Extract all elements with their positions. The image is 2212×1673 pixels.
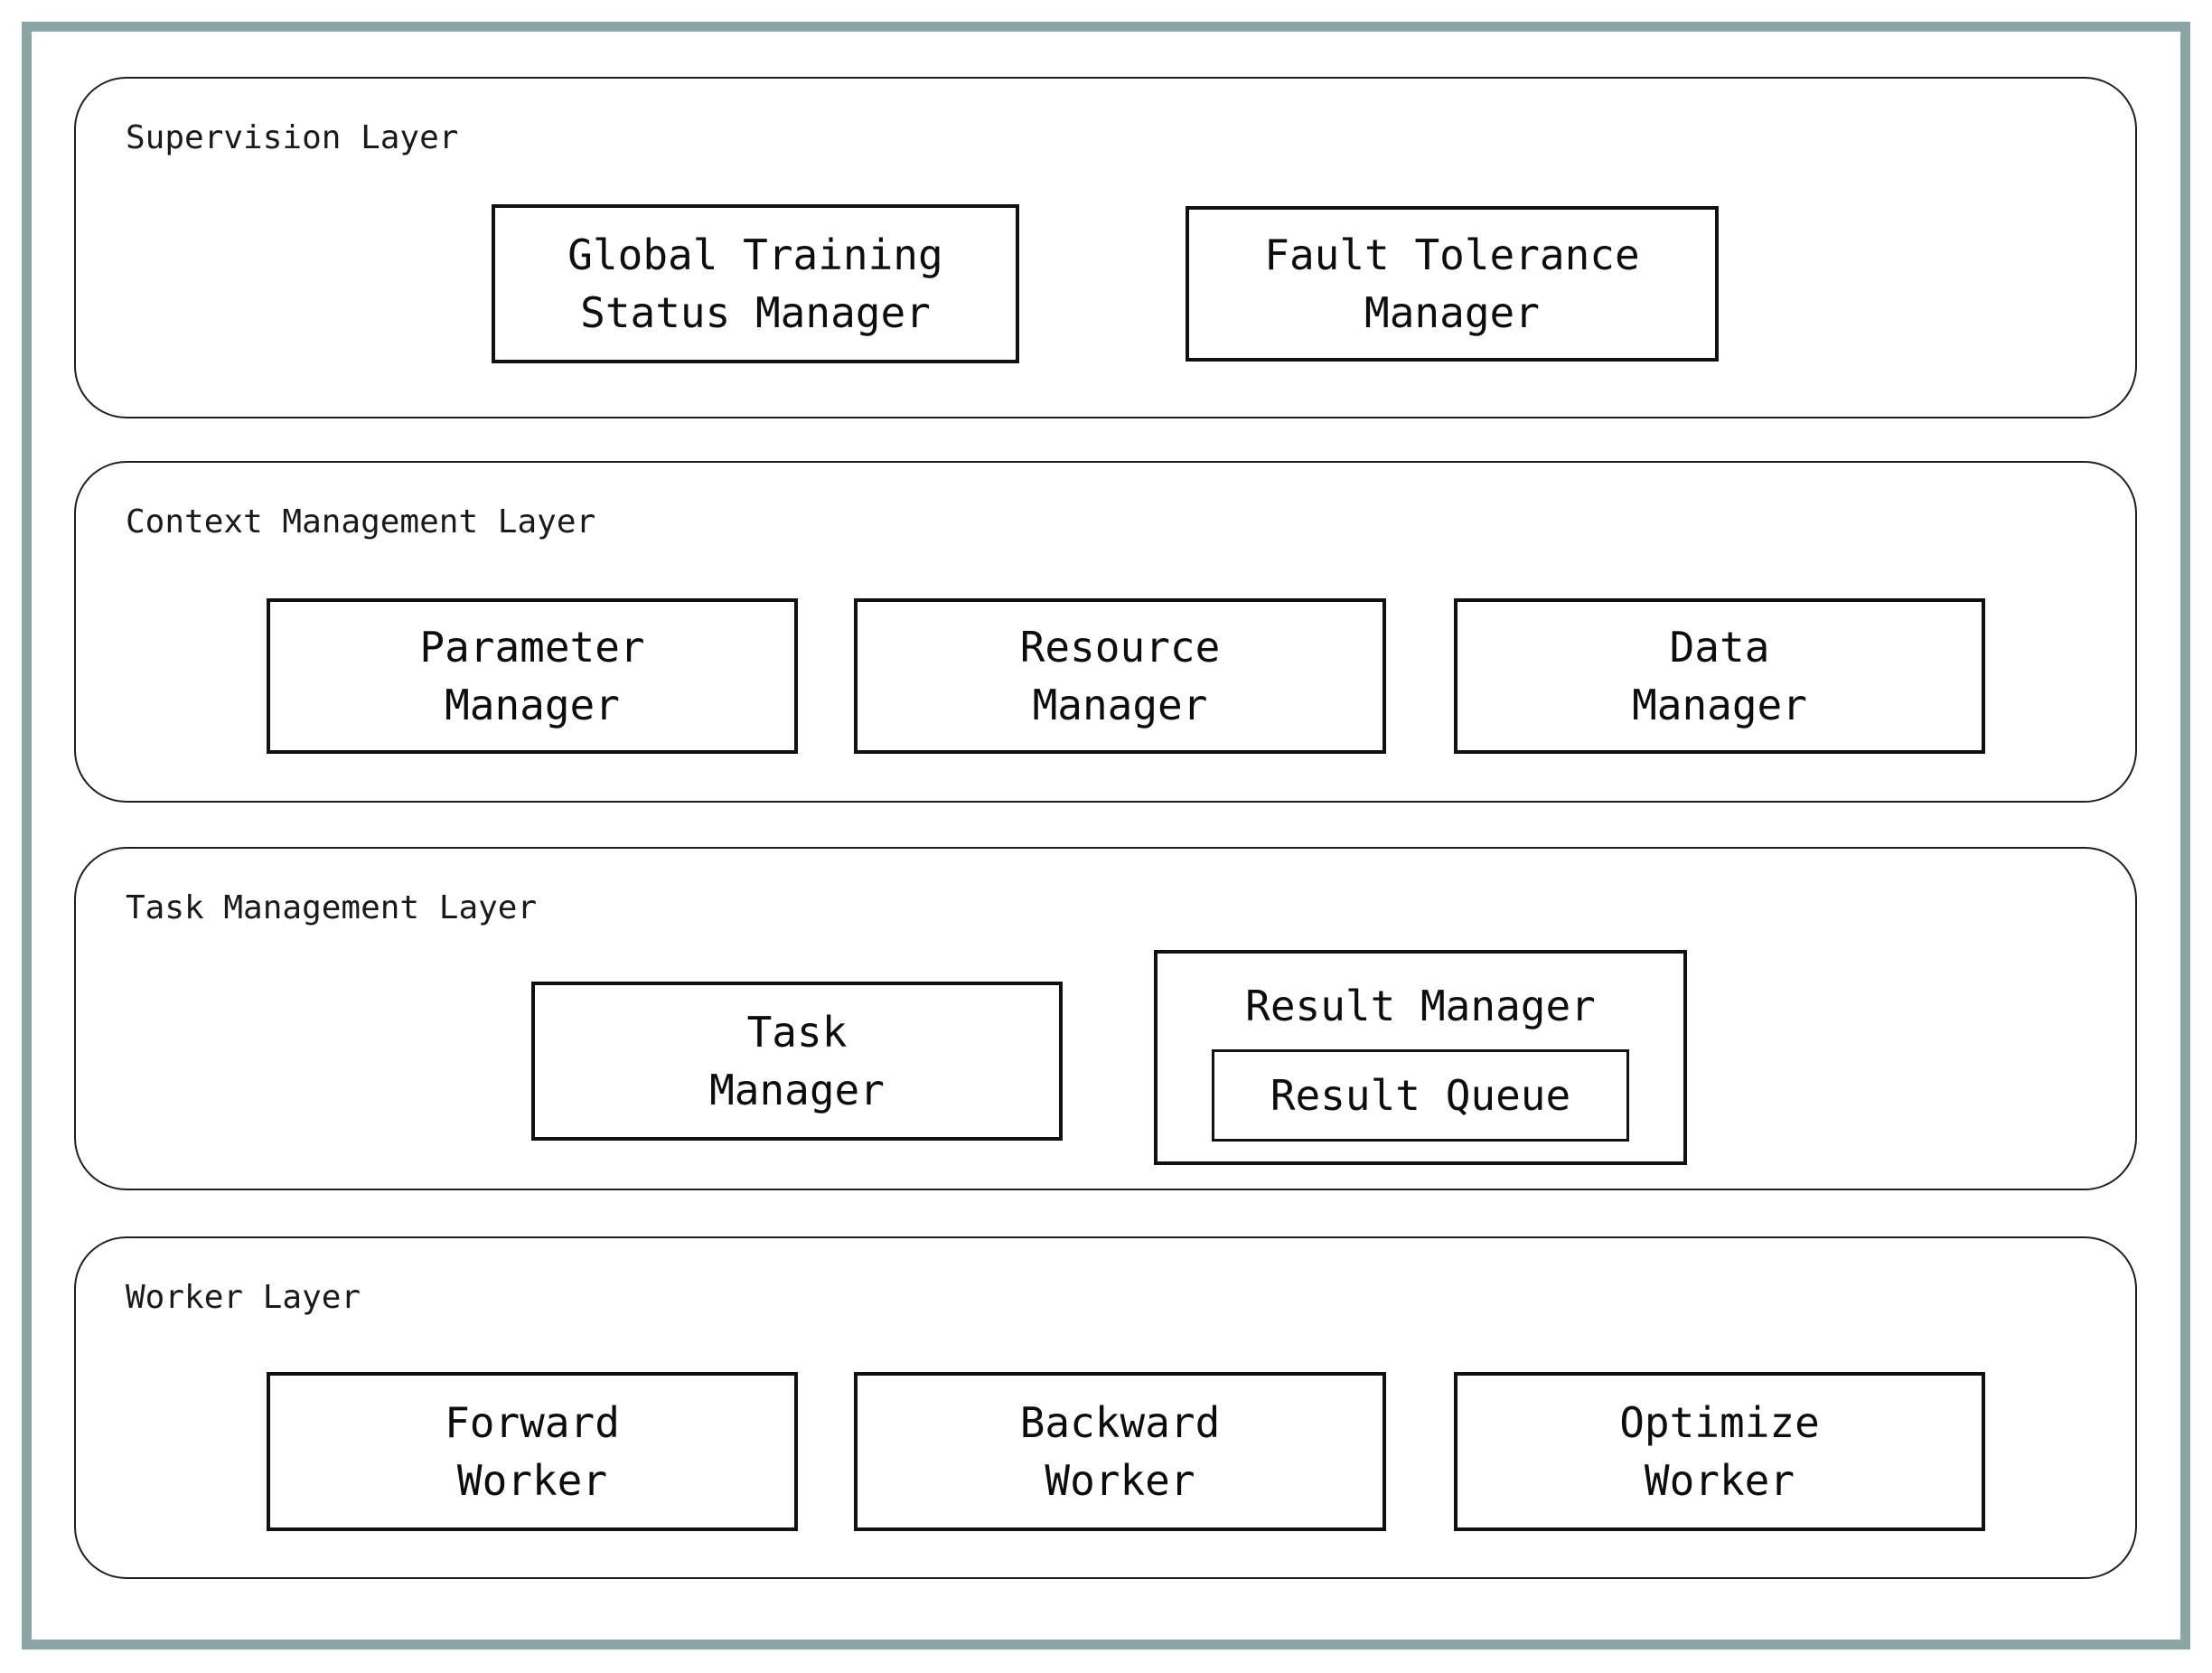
- layer-context-management: Context Management Layer Parameter Manag…: [74, 461, 2137, 803]
- node-label: Forward Worker: [445, 1398, 620, 1505]
- node-task-manager: Task Manager: [531, 982, 1063, 1141]
- node-label: Global Training Status Manager: [567, 230, 943, 337]
- node-forward-worker: Forward Worker: [267, 1372, 798, 1531]
- node-result-manager: Result Manager Result Queue: [1154, 950, 1687, 1165]
- node-label: Data Manager: [1632, 623, 1807, 729]
- layer-title-supervision: Supervision Layer: [126, 119, 459, 156]
- layer-title-task-management: Task Management Layer: [126, 889, 538, 926]
- layer-worker: Worker Layer Forward Worker Backward Wor…: [74, 1236, 2137, 1579]
- node-fault-tolerance-manager: Fault Tolerance Manager: [1186, 206, 1719, 362]
- node-data-manager: Data Manager: [1454, 598, 1985, 754]
- node-label: Result Queue: [1270, 1071, 1571, 1120]
- node-label: Parameter Manager: [419, 623, 645, 729]
- node-result-queue: Result Queue: [1212, 1049, 1629, 1142]
- node-label: Resource Manager: [1019, 623, 1221, 729]
- layer-title-context-management: Context Management Layer: [126, 503, 596, 540]
- node-label: Fault Tolerance Manager: [1264, 230, 1640, 337]
- node-backward-worker: Backward Worker: [854, 1372, 1386, 1531]
- node-label: Task Manager: [709, 1008, 885, 1114]
- node-label: Optimize Worker: [1619, 1398, 1820, 1505]
- node-optimize-worker: Optimize Worker: [1454, 1372, 1985, 1531]
- node-label: Backward Worker: [1019, 1398, 1221, 1505]
- node-resource-manager: Resource Manager: [854, 598, 1386, 754]
- diagram-frame: [22, 22, 2190, 1650]
- layer-task-management: Task Management Layer Task Manager Resul…: [74, 847, 2137, 1190]
- node-label: Result Manager: [1245, 982, 1596, 1030]
- node-global-training-status-manager: Global Training Status Manager: [492, 204, 1019, 363]
- node-parameter-manager: Parameter Manager: [267, 598, 798, 754]
- layer-supervision: Supervision Layer Global Training Status…: [74, 77, 2137, 418]
- layer-title-worker: Worker Layer: [126, 1279, 361, 1316]
